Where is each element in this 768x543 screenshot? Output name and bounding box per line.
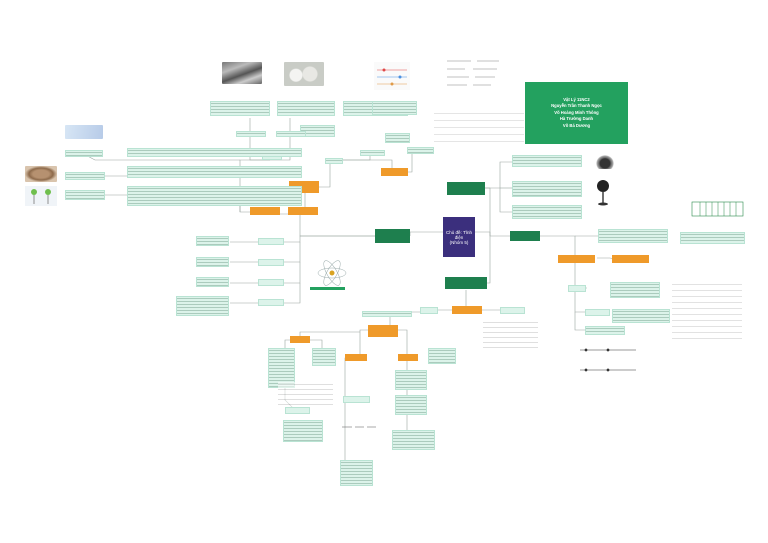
note-box: [362, 311, 412, 317]
note-box: [127, 148, 302, 157]
topic-node-right-2[interactable]: [612, 255, 649, 263]
formula-image: [340, 420, 378, 434]
title-line-4: Hà Trường Danh: [559, 116, 594, 122]
note-box: [395, 370, 427, 390]
note-box: [283, 420, 323, 442]
note-box: [612, 309, 670, 323]
note-box: [598, 229, 668, 243]
topic-node-lower-4[interactable]: [345, 354, 367, 361]
note-box: [512, 155, 582, 167]
title-line-1: Vật Lý 11NC2: [563, 96, 590, 102]
topic-node-lower-3[interactable]: [290, 336, 310, 343]
sub-node[interactable]: [568, 285, 586, 292]
text-block: [483, 320, 538, 350]
title-line-5: Võ Bá Dương: [562, 122, 591, 128]
note-box: [176, 296, 229, 316]
topic-node-b[interactable]: [288, 207, 318, 215]
note-box: [428, 348, 456, 364]
note-box: [512, 205, 582, 219]
branch-node-left[interactable]: [375, 229, 410, 243]
central-topic-line-1: Chủ đề: Tĩnh điện: [446, 229, 472, 240]
branch-node-lower[interactable]: [445, 277, 487, 289]
note-box: [585, 326, 625, 335]
note-box: [196, 257, 229, 267]
charge-line-icon: [578, 340, 638, 380]
sub-node[interactable]: [500, 307, 525, 314]
topic-node-lower-1[interactable]: [452, 306, 482, 314]
note-box: [236, 131, 266, 137]
formula-image: [443, 55, 503, 91]
ceramics-image: [284, 62, 324, 86]
atom-caption-bar: [310, 287, 345, 290]
note-box: [127, 166, 302, 178]
sub-node[interactable]: [585, 309, 610, 316]
note-box: [312, 348, 336, 366]
title-line-3: Võ Hoàng Minh Thông: [554, 109, 599, 115]
sub-node[interactable]: [343, 396, 370, 403]
formula-image: [374, 62, 410, 90]
branch-node-upper-right[interactable]: [447, 182, 485, 195]
electroscope-image: [25, 186, 57, 206]
title-box: Vật Lý 11NC2 Nguyễn Trần Thanh Ngọc Võ H…: [525, 82, 628, 144]
topic-node-right-1[interactable]: [558, 255, 595, 263]
sub-node[interactable]: [258, 238, 284, 245]
text-block: [278, 382, 333, 407]
note-box: [276, 131, 306, 137]
text-block: [434, 110, 524, 142]
note-box: [392, 430, 435, 450]
note-box: [196, 236, 229, 246]
note-box: [340, 460, 373, 486]
branch-node-right[interactable]: [510, 231, 540, 241]
note-box: [610, 282, 660, 298]
stone-image: [25, 166, 57, 182]
topic-node-lower-5[interactable]: [398, 354, 418, 361]
sub-node[interactable]: [420, 307, 438, 314]
note-box: [407, 147, 434, 154]
central-topic[interactable]: Chủ đề: Tĩnh điện (Nhóm 5): [443, 217, 475, 257]
atom-diagram-icon: [312, 258, 352, 288]
central-topic-line-2: (Nhóm 5): [449, 239, 469, 245]
pipes-image: [222, 62, 262, 84]
topic-node-c[interactable]: [381, 168, 408, 176]
note-box: [385, 133, 410, 143]
sub-node[interactable]: [258, 259, 284, 266]
note-box: [196, 277, 229, 287]
vacuum-image: [596, 155, 614, 169]
capacitor-diagram-icon: [690, 198, 745, 220]
note-box: [680, 232, 745, 244]
topic-node-a[interactable]: [250, 207, 280, 215]
note-box: [65, 150, 103, 157]
sub-node[interactable]: [258, 299, 284, 306]
note-box: [268, 348, 295, 388]
topic-node-lower-2[interactable]: [368, 325, 398, 337]
sub-node[interactable]: [258, 279, 284, 286]
sub-node[interactable]: [285, 407, 310, 414]
note-box: [512, 181, 582, 197]
note-box: [65, 190, 105, 200]
note-box: [277, 101, 335, 116]
note-box: [360, 150, 385, 156]
fan-image: [595, 178, 611, 206]
note-box: [325, 158, 343, 164]
tree-image: [65, 125, 103, 139]
note-box: [65, 172, 105, 180]
note-box: [372, 101, 417, 115]
text-block: [672, 282, 742, 344]
title-line-2: Nguyễn Trần Thanh Ngọc: [551, 103, 602, 109]
note-box: [127, 186, 302, 206]
note-box: [395, 395, 427, 415]
note-box: [210, 101, 270, 116]
